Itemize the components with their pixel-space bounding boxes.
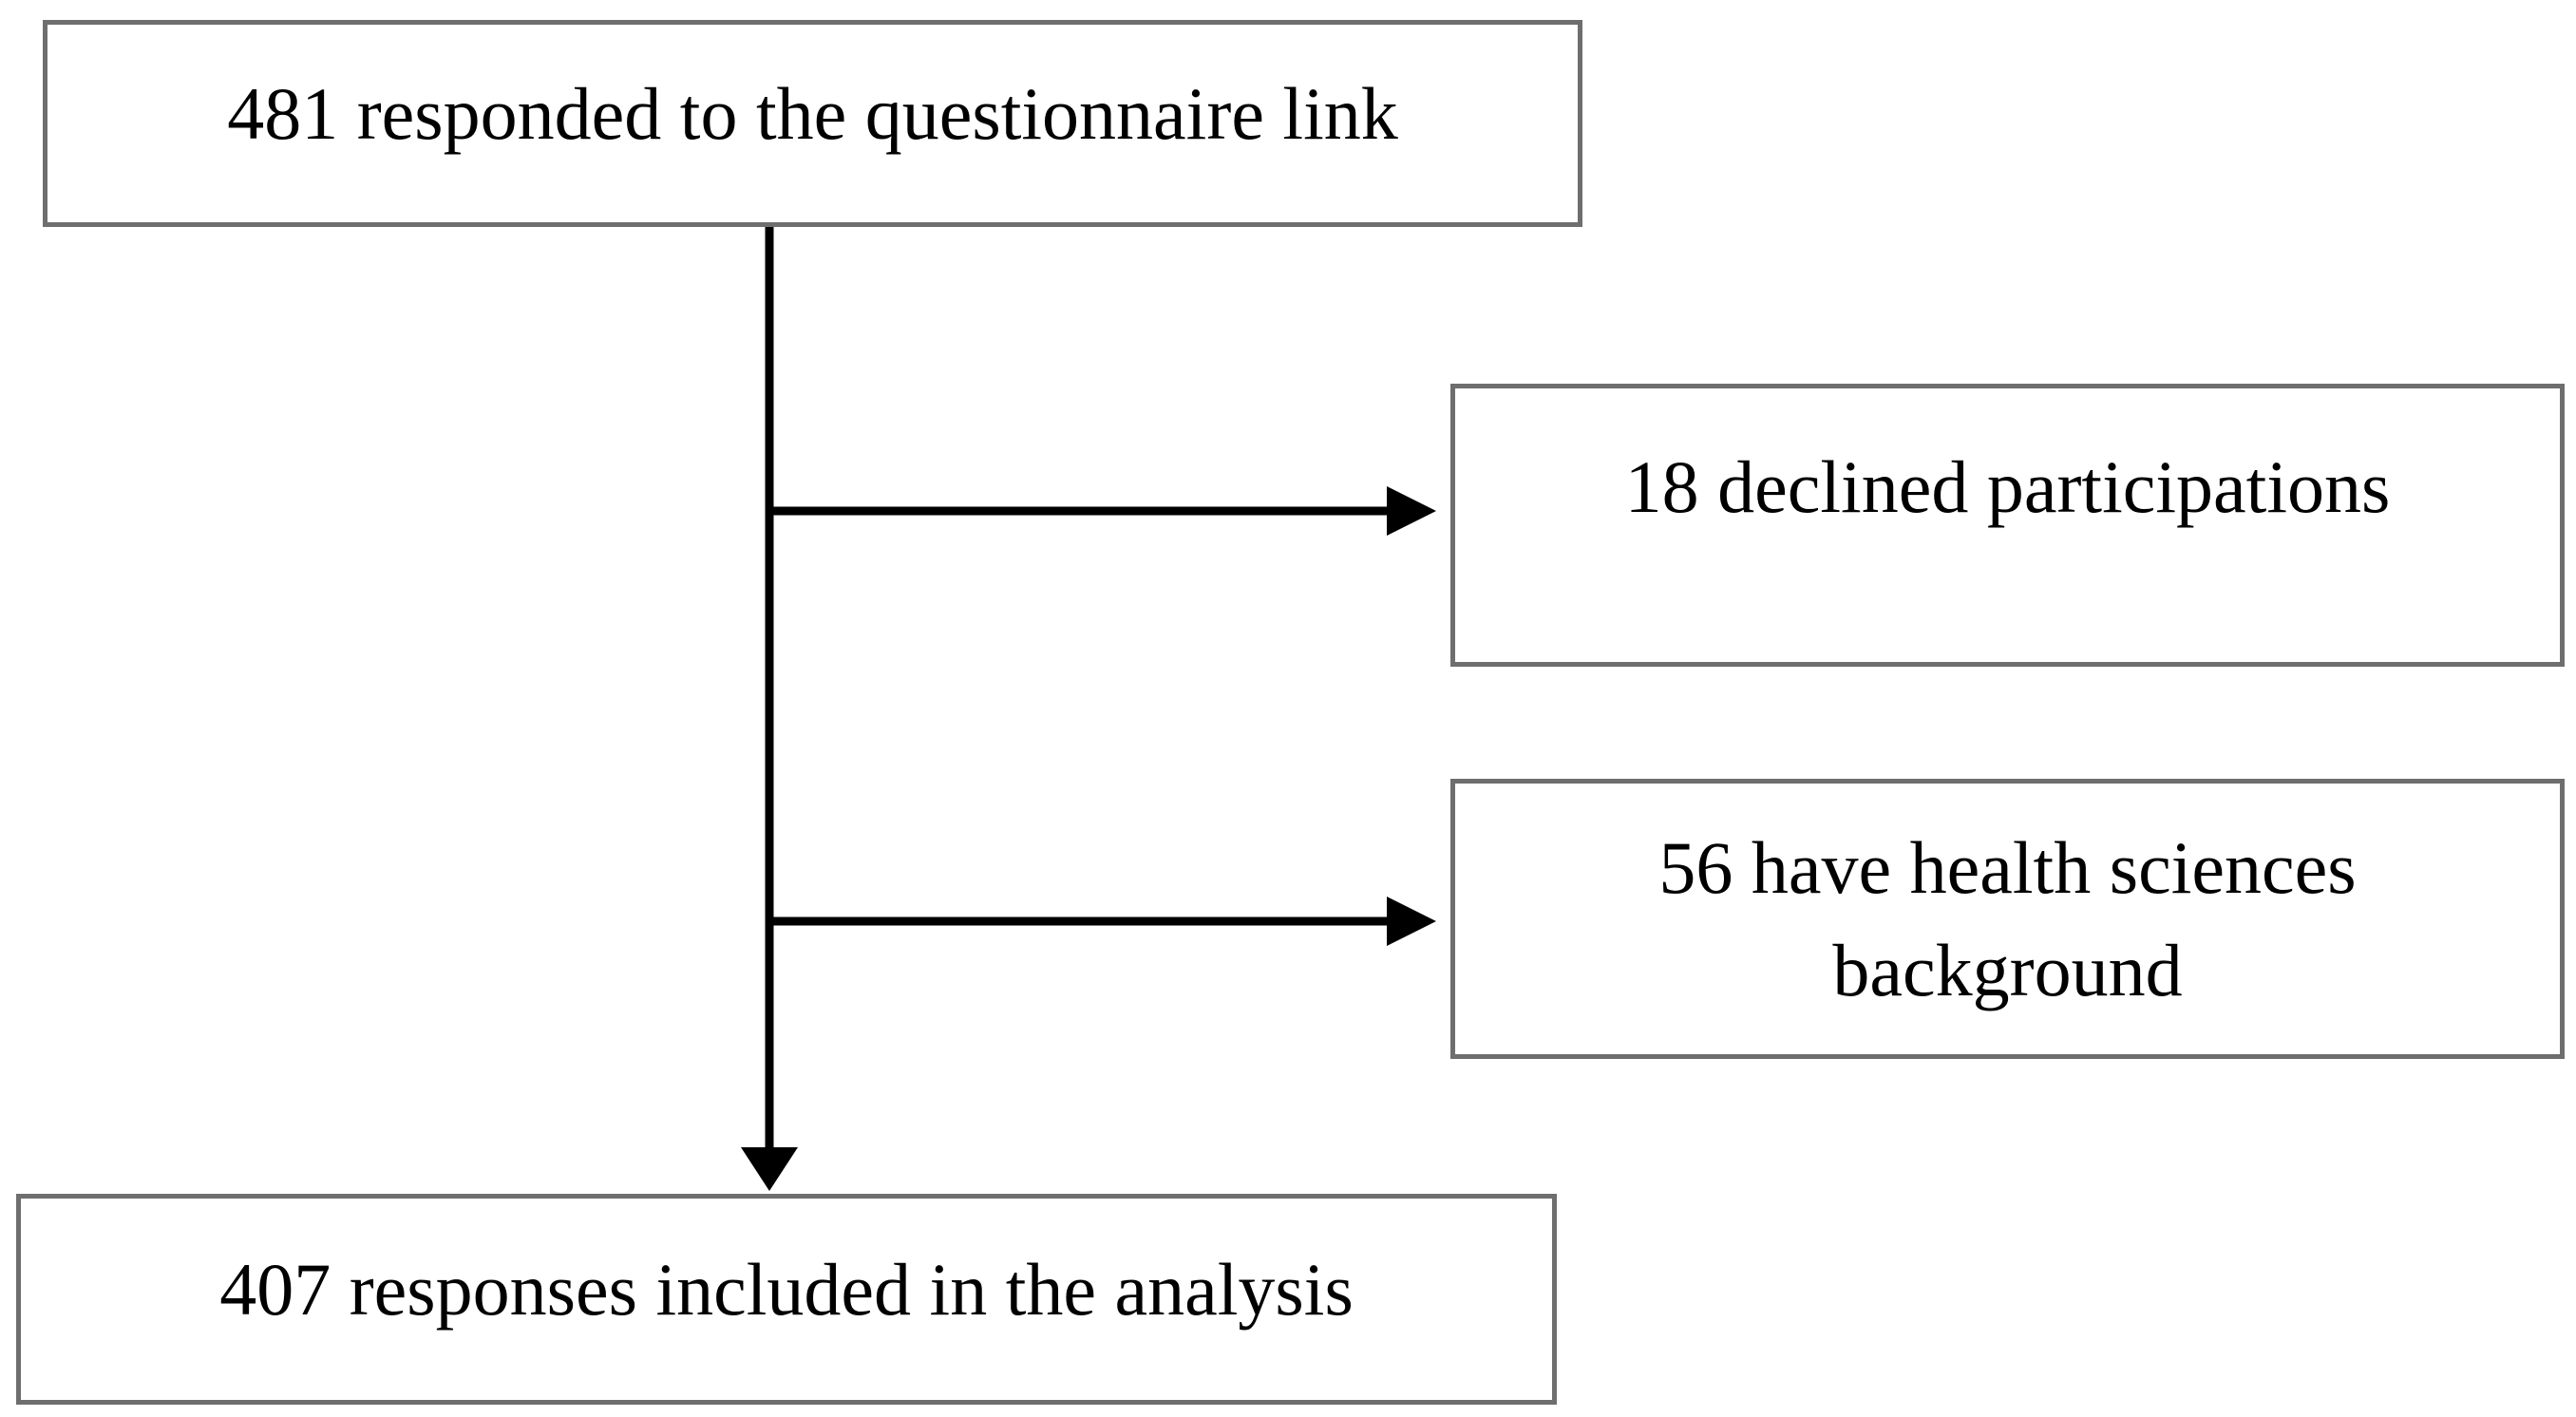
start-label: 481 responded to the questionnaire link — [227, 72, 1398, 155]
start-box: 481 responded to the questionnaire link — [43, 20, 1582, 227]
health-sciences-box: 56 have health sciences background — [1450, 779, 2565, 1059]
health-sciences-label: 56 have health sciences background — [1658, 825, 2357, 1011]
exclusion-arrow-health-sciences — [769, 897, 1436, 946]
exclusion-arrow-declined — [769, 486, 1436, 536]
main-flow-arrow — [741, 227, 798, 1191]
final-box: 407 responses included in the analysis — [16, 1194, 1557, 1405]
declined-box: 18 declined participations — [1450, 384, 2565, 667]
final-label: 407 responses included in the analysis — [219, 1248, 1354, 1331]
declined-label: 18 declined participations — [1624, 445, 2391, 528]
